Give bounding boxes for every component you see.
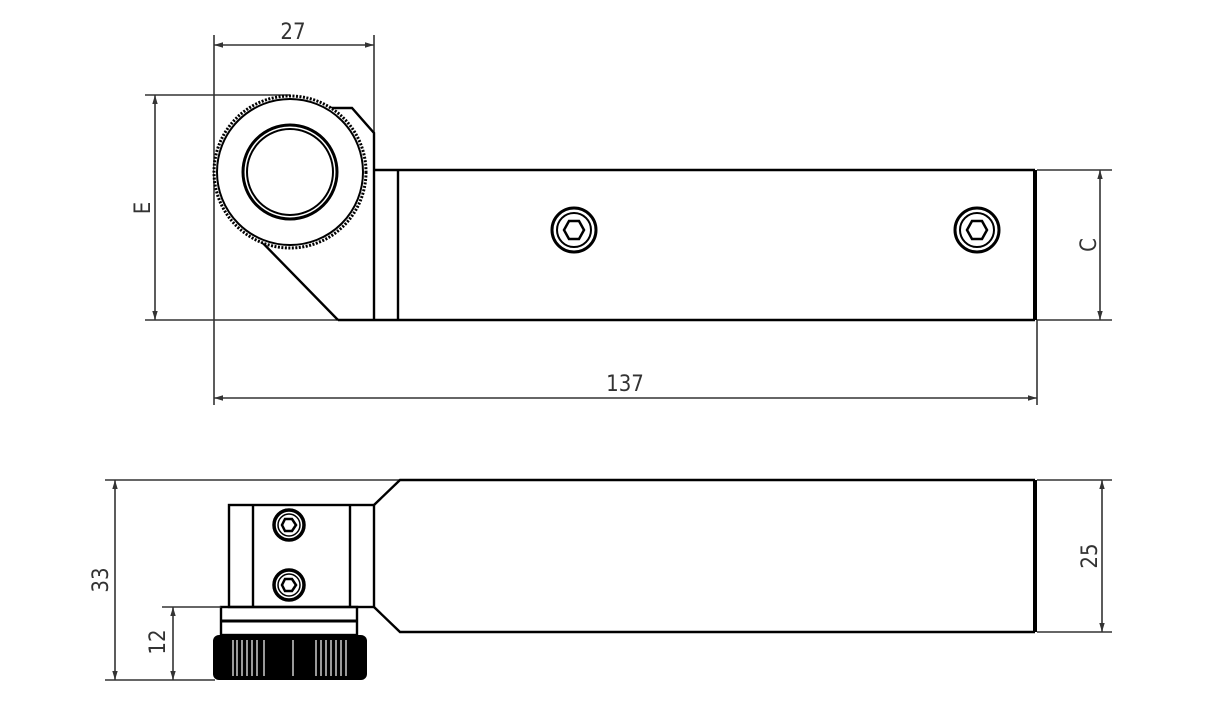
dimension-label-c: C xyxy=(1077,238,1102,252)
dimension-label-12: 12 xyxy=(146,629,171,654)
knob-bracket xyxy=(254,106,376,321)
block-screw-2 xyxy=(272,568,306,602)
top-view: 27 E xyxy=(131,20,1112,405)
dimension-label-e: E xyxy=(131,202,156,215)
screw-head-1 xyxy=(550,206,598,254)
dimension-label-27: 27 xyxy=(280,20,305,45)
dimension-25: 25 xyxy=(1037,479,1112,633)
dimension-label-137: 137 xyxy=(606,372,644,397)
dimension-27: 27 xyxy=(213,20,375,405)
knurled-knob-side xyxy=(213,635,367,680)
block-screw-1 xyxy=(272,508,306,542)
dimension-12: 12 xyxy=(146,606,221,680)
screw-head-2 xyxy=(953,206,1001,254)
dimension-e: E xyxy=(131,94,340,321)
dimension-label-25: 25 xyxy=(1078,543,1103,568)
knob-collar xyxy=(219,605,359,637)
dimension-c: C xyxy=(1037,169,1112,321)
dimension-137: 137 xyxy=(214,320,1038,405)
body-top xyxy=(338,168,1037,322)
dimension-label-33: 33 xyxy=(89,567,114,592)
body-side xyxy=(105,478,1037,634)
knurled-knob-top xyxy=(212,94,368,250)
dimension-33: 33 xyxy=(89,480,215,681)
side-view: 33 12 25 xyxy=(89,478,1112,681)
